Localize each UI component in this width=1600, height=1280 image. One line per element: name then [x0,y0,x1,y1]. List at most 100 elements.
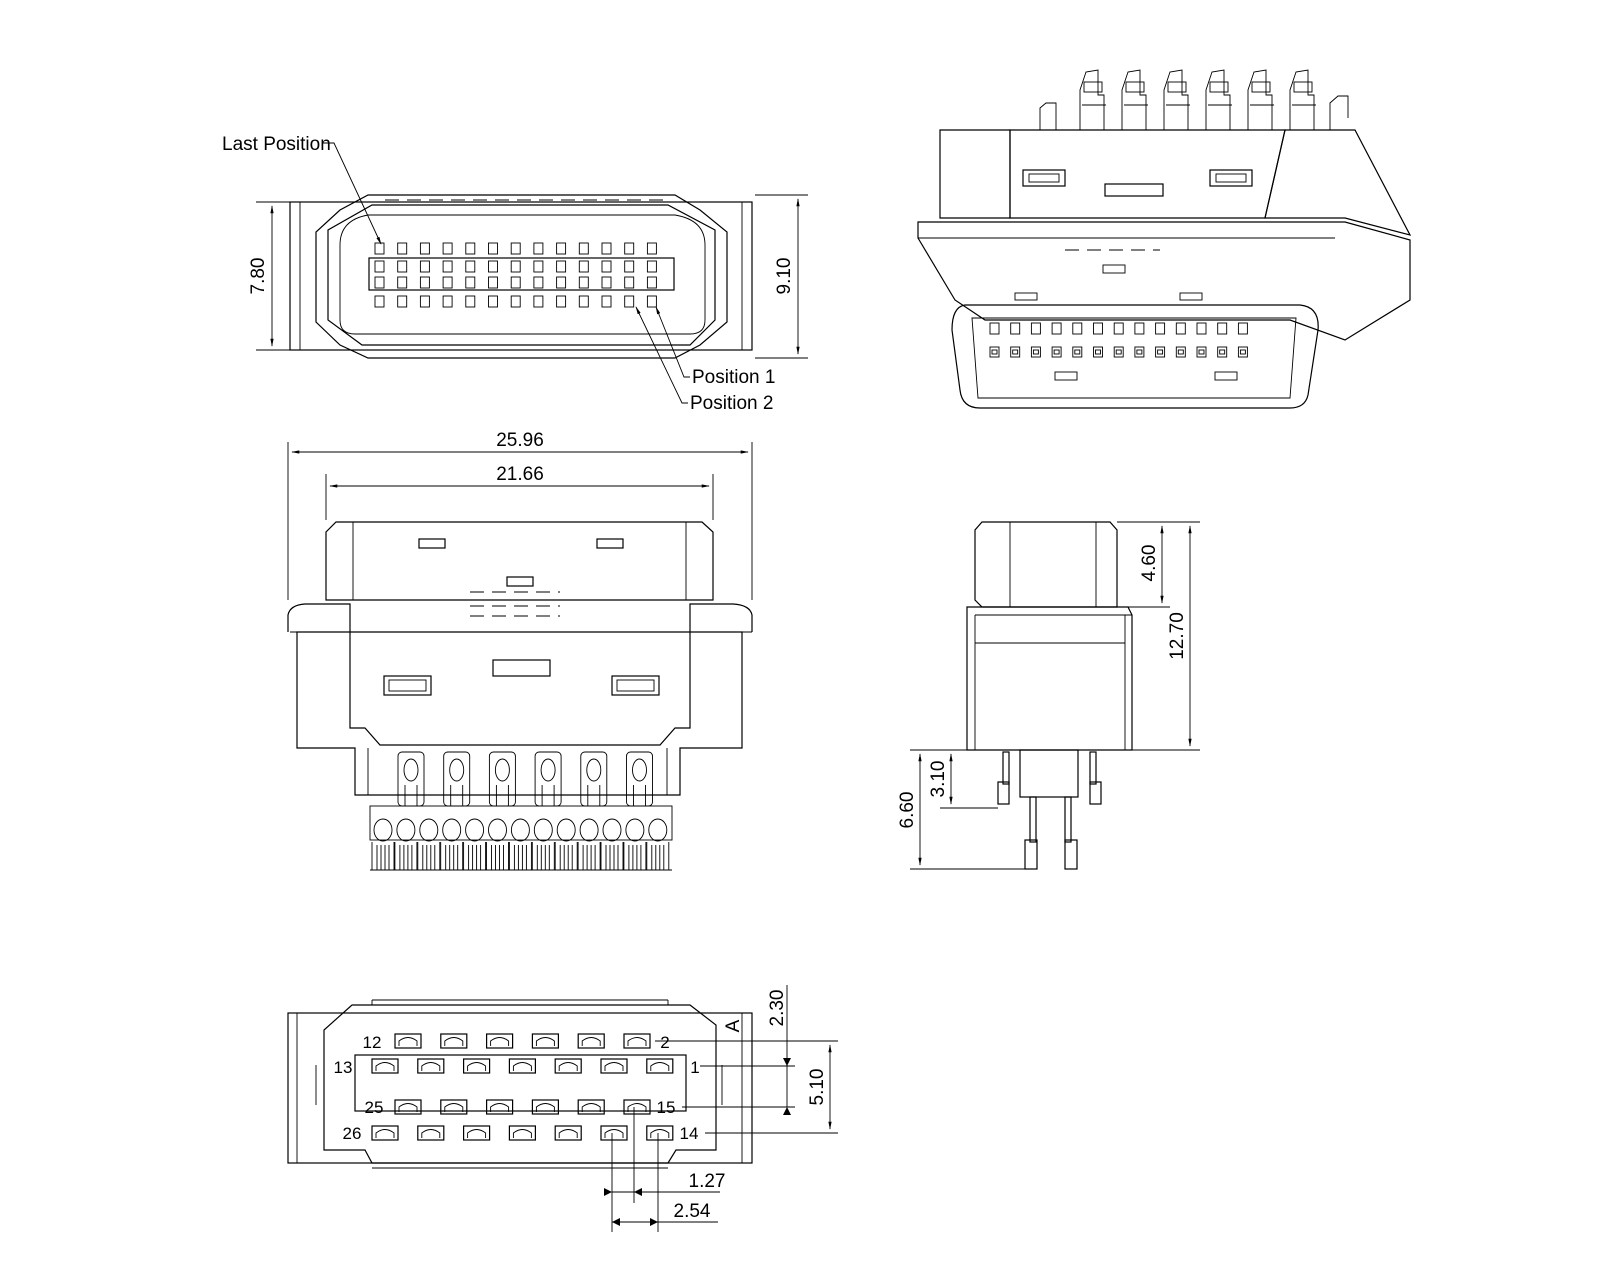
pcb-pad-contact [444,1103,464,1112]
pcb-pad [623,1033,651,1049]
top-tail-hole [449,758,465,782]
top-tail-lower-hole [442,818,462,842]
pcb-pad-contact [398,1103,418,1112]
iso-key-bottom-right [1214,371,1238,381]
top-tail-hole [586,758,602,782]
front-contact [488,276,498,289]
top-tail-lower-hole [396,818,416,842]
top-tail-hole [632,758,647,782]
front-contact [601,242,612,255]
pcb-pad-contact [444,1037,464,1046]
dim-arrow [612,1218,620,1226]
front-contact [601,260,612,273]
iso-tail [1079,69,1105,130]
iso-contact-window [1053,349,1060,355]
leader-position-2 [635,306,688,404]
iso-contact-bottom [1175,346,1186,358]
leader-position-1 [655,306,690,378]
pcb-pad-contact [490,1103,510,1112]
iso-contact-top [1134,322,1145,335]
front-contact [465,295,476,308]
front-contact [419,276,430,289]
iso-contact-window [1095,349,1101,355]
front-contact [510,242,521,255]
iso-contact-bottom [1072,346,1083,358]
top-tail-lower-hole [373,818,393,842]
iso-contact-top [1072,322,1083,335]
iso-lock-window-left-inner [1028,173,1060,183]
top-body-upper [325,521,714,601]
dim-row-offset: 2.30 [767,990,788,1027]
iso-contact-top [1155,322,1166,335]
front-insulator-block [368,257,675,291]
pcb-pad-contact [421,1129,441,1138]
dim-arrow [604,1188,612,1196]
iso-contact-window [1239,349,1246,355]
iso-contact-bottom [1237,346,1248,358]
dim-half-pitch: 1.27 [689,1171,726,1192]
pcb-pad [554,1058,582,1074]
iso-contact-bottom [1134,346,1145,358]
iso-contact-bottom [1010,346,1021,358]
dim-arrow [783,1058,791,1066]
top-tail-upper [580,751,608,807]
pcb-pad [394,1099,422,1115]
polarity-mark: A [723,1019,744,1032]
iso-mating-shell [951,304,1319,409]
dim-upper-height: 4.60 [1139,545,1160,582]
front-contact [510,276,521,289]
iso-latch-tab-left [1014,292,1038,301]
front-contact [488,295,498,308]
pcb-pad-contact [421,1062,441,1071]
iso-pcb-tails [1039,69,1349,130]
iso-contact-bottom [1113,346,1124,358]
pcb-pad-contact [467,1129,487,1138]
front-contact [601,276,612,289]
front-view: 7.80 9.10 Last Position Position 1 Posit… [222,134,808,414]
pcb-pad-contact [512,1129,532,1138]
top-lock-slot-center [492,659,551,677]
pcb-pad [577,1033,605,1049]
iso-tail [1247,69,1273,130]
front-contact [488,242,498,255]
iso-contact-top [1237,322,1248,335]
dim-arrow [783,1107,791,1115]
front-contact [533,260,544,273]
iso-contact-window [1177,349,1184,355]
top-tail-upper [443,751,471,807]
iso-contact-window [1219,349,1226,355]
iso-key-bottom-left [1054,371,1078,381]
dim-tail-long: 6.60 [897,792,918,829]
front-contact [465,276,476,289]
pcb-pad [440,1099,468,1115]
top-lock-window-right [611,675,660,696]
top-tail-lower-hole [488,818,507,842]
pcb-pad [646,1125,674,1141]
front-contact [397,242,408,255]
pcb-pad [394,1033,422,1049]
top-tail-hole [403,758,419,782]
dim-arrow [650,1218,658,1226]
pcb-pad [646,1058,674,1074]
iso-contact-window [1157,349,1164,355]
front-contact [442,295,453,308]
pcb-pad-contact [490,1037,510,1046]
top-latch-slot-right [596,538,624,549]
front-contact [419,242,430,255]
dim-arrow [634,1188,642,1196]
iso-contact-top [1093,322,1103,335]
iso-contact-top [989,322,1000,335]
front-contact [578,295,589,308]
pcb-pad [371,1058,399,1074]
top-tail-lower-hole [510,818,530,842]
pcb-pad [531,1033,560,1049]
pcb-pad-contact [627,1037,647,1046]
pcb-pad-contact [627,1103,647,1112]
iso-contact-window [1136,349,1143,355]
isometric-view [917,69,1412,409]
iso-tail-foot [1167,81,1187,93]
front-contact [624,260,635,273]
front-contact [624,295,635,308]
front-contact [533,276,544,289]
pin-label-14: 14 [680,1124,699,1143]
